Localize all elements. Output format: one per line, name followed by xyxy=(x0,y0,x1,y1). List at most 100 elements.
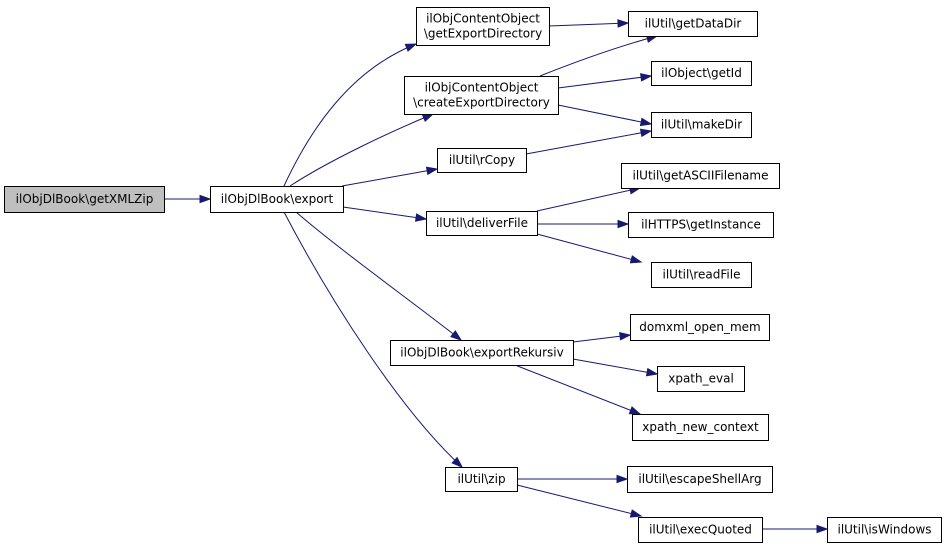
edge-exportrekursiv-to-xpathnewcontext xyxy=(514,364,642,415)
edge-line xyxy=(525,130,652,155)
edge-export-to-zip xyxy=(283,211,464,468)
edge-createexportdirectory-to-makedir xyxy=(557,104,653,127)
node-box[interactable] xyxy=(657,366,745,392)
node-label: ilUtil\zip xyxy=(457,472,505,486)
node-iswindows[interactable]: ilUtil\isWindows xyxy=(827,517,942,543)
node-box[interactable] xyxy=(437,148,527,173)
edge-line xyxy=(283,211,463,468)
node-box[interactable] xyxy=(404,76,559,115)
node-box[interactable] xyxy=(390,340,574,366)
node-label: ilObjContentObject xyxy=(425,81,539,95)
node-label: \createExportDirectory xyxy=(413,96,550,110)
edge-line xyxy=(536,187,641,212)
node-label: ilObjDlBook\exportRekursiv xyxy=(400,346,563,360)
node-domxml[interactable]: domxml_open_mem xyxy=(630,314,770,341)
node-getdatadir[interactable]: ilUtil\getDataDir xyxy=(628,11,758,37)
edge-line xyxy=(516,484,642,517)
node-getid[interactable]: ilObject\getId xyxy=(651,61,752,86)
edge-export-to-getexportdirectory xyxy=(283,43,418,187)
node-exportrekursiv[interactable]: ilObjDlBook\exportRekursiv xyxy=(390,340,574,366)
edge-createexportdirectory-to-getid xyxy=(557,73,653,89)
node-box[interactable] xyxy=(632,414,769,441)
node-box[interactable] xyxy=(416,7,550,46)
node-label: xpath_new_context xyxy=(642,420,759,434)
node-box[interactable] xyxy=(630,314,770,341)
edge-arrowhead xyxy=(199,194,212,204)
node-label: xpath_eval xyxy=(668,372,734,386)
node-label: ilObject\getId xyxy=(661,66,742,80)
node-label: ilUtil\readFile xyxy=(663,268,741,282)
node-getxmlzip[interactable]: ilObjDlBook\getXMLZip xyxy=(4,186,165,213)
edge-line xyxy=(342,206,427,220)
edge-exportrekursiv-to-xpatheval xyxy=(572,358,659,377)
node-label: ilUtil\rCopy xyxy=(449,153,515,167)
node-box[interactable] xyxy=(628,11,758,37)
node-label: \getExportDirectory xyxy=(424,27,542,41)
node-label: ilUtil\deliverFile xyxy=(436,216,528,230)
edge-line xyxy=(572,358,658,375)
edge-export-to-deliverfile xyxy=(342,206,428,222)
node-box[interactable] xyxy=(627,466,773,493)
edge-arrowhead xyxy=(451,456,464,468)
edge-arrowhead xyxy=(617,19,630,28)
node-xpathnewcontext[interactable]: xpath_new_context xyxy=(632,414,769,441)
edge-arrowhead xyxy=(617,219,630,229)
edge-arrowhead xyxy=(616,474,629,484)
node-getasciifilename[interactable]: ilUtil\getASCIIFilename xyxy=(621,163,780,189)
node-box[interactable] xyxy=(621,163,780,189)
edge-deliverfile-to-readfile xyxy=(536,233,643,264)
node-deliverfile[interactable]: ilUtil\deliverFile xyxy=(426,211,538,236)
node-box[interactable] xyxy=(445,467,518,492)
node-createexportdirectory[interactable]: ilObjContentObject\createExportDirectory xyxy=(404,76,559,115)
node-box[interactable] xyxy=(210,186,344,213)
node-rcopy[interactable]: ilUtil\rCopy xyxy=(437,148,527,173)
node-label: ilUtil\isWindows xyxy=(837,523,931,537)
edge-rcopy-to-makedir xyxy=(525,128,653,155)
node-escapeshellarg[interactable]: ilUtil\escapeShellArg xyxy=(627,466,773,493)
edge-line xyxy=(539,35,658,77)
node-label: ilUtil\getASCIIFilename xyxy=(633,169,769,183)
edge-arrowhead xyxy=(619,332,632,341)
node-box[interactable] xyxy=(651,112,752,138)
node-makedir[interactable]: ilUtil\makeDir xyxy=(651,112,752,138)
node-label: ilObjDlBook\export xyxy=(221,192,334,206)
node-execquoted[interactable]: ilUtil\execQuoted xyxy=(638,517,763,543)
edge-arrowhead xyxy=(404,43,418,52)
node-box[interactable] xyxy=(4,186,165,213)
node-xpatheval[interactable]: xpath_eval xyxy=(657,366,745,392)
node-export[interactable]: ilObjDlBook\export xyxy=(210,186,344,213)
edge-arrowhead xyxy=(414,213,428,222)
node-box[interactable] xyxy=(651,61,752,86)
node-box[interactable] xyxy=(628,212,774,238)
edge-execquoted-to-iswindows xyxy=(762,524,829,534)
edge-line xyxy=(557,75,652,89)
node-gethttpsinstance[interactable]: ilHTTPS\getInstance xyxy=(628,212,774,238)
edge-arrowhead xyxy=(450,330,463,341)
edge-zip-to-escapeshellarg xyxy=(517,474,629,484)
node-label: domxml_open_mem xyxy=(639,320,760,334)
node-box[interactable] xyxy=(638,517,763,543)
edge-export-to-exportrekursiv xyxy=(295,211,463,341)
edge-line xyxy=(295,211,462,341)
edge-exportrekursiv-to-domxml xyxy=(572,332,632,343)
node-label: ilHTTPS\getInstance xyxy=(641,218,761,232)
edge-line xyxy=(341,168,438,187)
node-box[interactable] xyxy=(651,262,752,288)
node-box[interactable] xyxy=(426,211,538,236)
node-getexportdirectory[interactable]: ilObjContentObject\getExportDirectory xyxy=(416,7,550,46)
edge-arrowhead xyxy=(640,73,653,82)
edge-arrowhead xyxy=(639,117,653,127)
node-readfile[interactable]: ilUtil\readFile xyxy=(651,262,752,288)
edge-arrowhead xyxy=(639,128,653,138)
node-label: ilUtil\makeDir xyxy=(661,118,742,132)
node-label: ilUtil\execQuoted xyxy=(649,523,752,537)
edge-line xyxy=(283,43,417,187)
edge-arrowhead xyxy=(816,524,829,534)
node-label: ilUtil\escapeShellArg xyxy=(638,472,761,486)
edge-line xyxy=(514,364,641,415)
edge-line xyxy=(557,104,652,125)
node-box[interactable] xyxy=(827,517,942,543)
edge-arrowhead xyxy=(629,255,643,264)
node-zip[interactable]: ilUtil\zip xyxy=(445,467,518,492)
